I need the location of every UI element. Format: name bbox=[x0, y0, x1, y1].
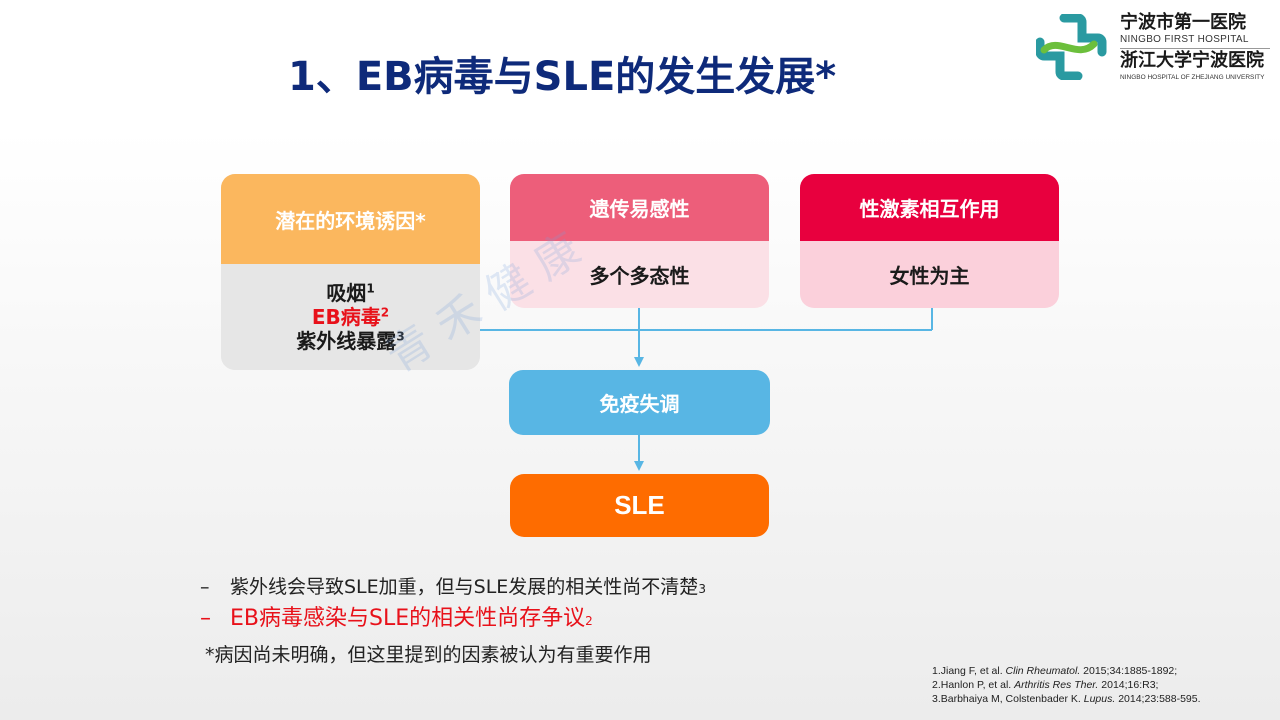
logo-cn-name-2: 浙江大学宁波医院 bbox=[1120, 48, 1270, 73]
genetic-header: 遗传易感性 bbox=[510, 174, 769, 241]
hospital-cross-logo-icon bbox=[1036, 14, 1107, 80]
environment-items: 吸烟1 EB病毒2 紫外线暴露3 bbox=[221, 264, 480, 370]
env-item-ebv: EB病毒2 bbox=[311, 305, 390, 329]
immune-dysregulation-box: 免疫失调 bbox=[509, 370, 770, 435]
references: 1.Jiang F, et al. Clin Rheumatol. 2015;3… bbox=[932, 664, 1201, 706]
reference-item: 1.Jiang F, et al. Clin Rheumatol. 2015;3… bbox=[932, 665, 1178, 677]
sex-hormone-header: 性激素相互作用 bbox=[800, 174, 1059, 241]
hospital-logo: 宁波市第一医院 NINGBO FIRST HOSPITAL 浙江大学宁波医院 N… bbox=[1036, 12, 1270, 82]
sle-box: SLE bbox=[510, 474, 769, 537]
genetic-box: 遗传易感性 多个多态性 bbox=[510, 174, 769, 308]
footnote: *病因尚未明确，但这里提到的因素被认为有重要作用 bbox=[205, 644, 652, 666]
logo-en-name: NINGBO FIRST HOSPITAL bbox=[1120, 34, 1249, 45]
genetic-body: 多个多态性 bbox=[510, 241, 769, 308]
environment-header: 潜在的环境诱因* bbox=[221, 174, 480, 264]
reference-item: 2.Hanlon P, et al. Arthritis Res Ther. 2… bbox=[932, 679, 1159, 691]
page-title: 1、EB病毒与SLE的发生发展* bbox=[288, 54, 837, 100]
logo-cn-name: 宁波市第一医院 bbox=[1120, 12, 1246, 33]
env-item-uv: 紫外线暴露3 bbox=[296, 329, 405, 353]
environment-box: 潜在的环境诱因* 吸烟1 EB病毒2 紫外线暴露3 bbox=[221, 174, 480, 370]
reference-item: 3.Barbhaiya M, Colstenbader K. Lupus. 20… bbox=[932, 693, 1201, 705]
env-item-smoking: 吸烟1 bbox=[326, 281, 375, 305]
sex-hormone-body: 女性为主 bbox=[800, 241, 1059, 308]
logo-en-name-2: NINGBO HOSPITAL OF ZHEJIANG UNIVERSITY bbox=[1120, 74, 1265, 81]
sex-hormone-box: 性激素相互作用 女性为主 bbox=[800, 174, 1059, 308]
